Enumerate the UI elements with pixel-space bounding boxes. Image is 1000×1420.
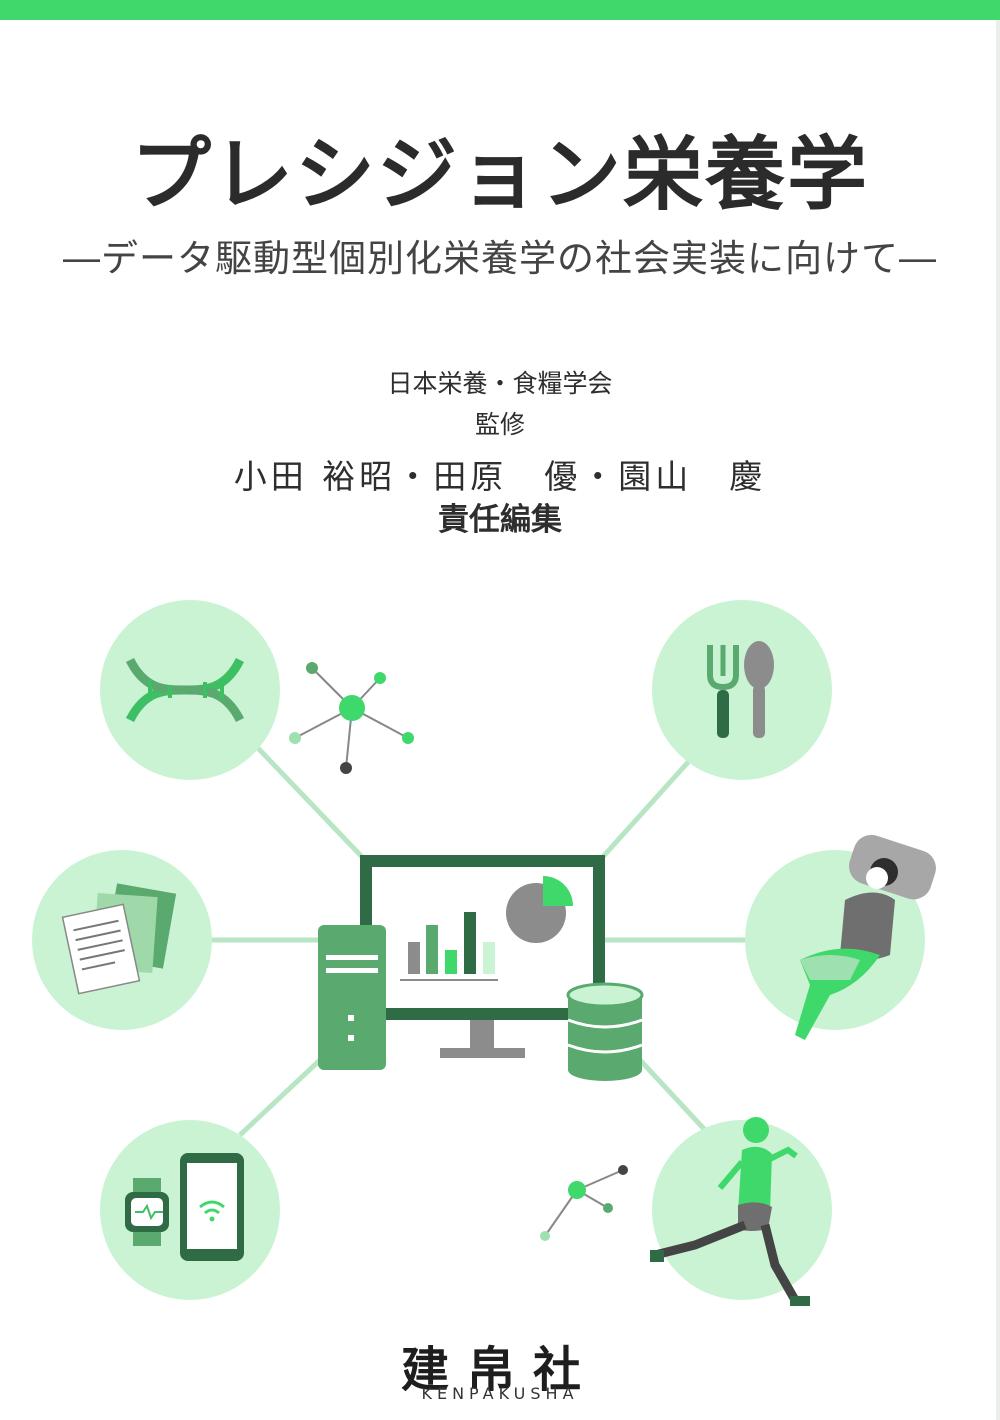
dna-icon — [100, 600, 280, 780]
computer-monitor-icon — [360, 855, 605, 1058]
network-node-icon — [540, 1165, 628, 1241]
publisher-logo-japanese: 建帛社 — [400, 1342, 599, 1398]
smartphone-icon — [180, 1153, 244, 1261]
book-subtitle: ―データ駆動型個別化栄養学の社会実装に向けて― — [63, 237, 937, 280]
cover-illustration — [32, 600, 936, 1306]
documents-icon — [32, 850, 212, 1030]
supervise-label: 監修 — [474, 410, 525, 439]
book-title: プレシジョン栄養学 — [131, 128, 869, 221]
database-icon — [566, 982, 644, 1081]
server-tower-icon — [318, 925, 386, 1070]
network-node-icon — [289, 662, 414, 774]
runner-icon — [650, 1117, 832, 1306]
page-edge — [996, 20, 1000, 1420]
fork-spoon-icon — [652, 600, 832, 780]
editors-role-label: 責任編集 — [438, 502, 562, 538]
top-color-band — [0, 0, 1000, 20]
supervising-society: 日本栄養・食糧学会 — [387, 369, 613, 398]
editor-names: 小田 裕昭・田原 優・園山 慶 — [233, 457, 767, 496]
connector-lines — [210, 743, 745, 1137]
pie-chart-graphic — [506, 876, 573, 943]
publisher-name-english: KENPAKUSHA — [421, 1384, 579, 1403]
sleeping-person-icon — [745, 834, 936, 1040]
bar-chart-graphic — [400, 912, 498, 981]
